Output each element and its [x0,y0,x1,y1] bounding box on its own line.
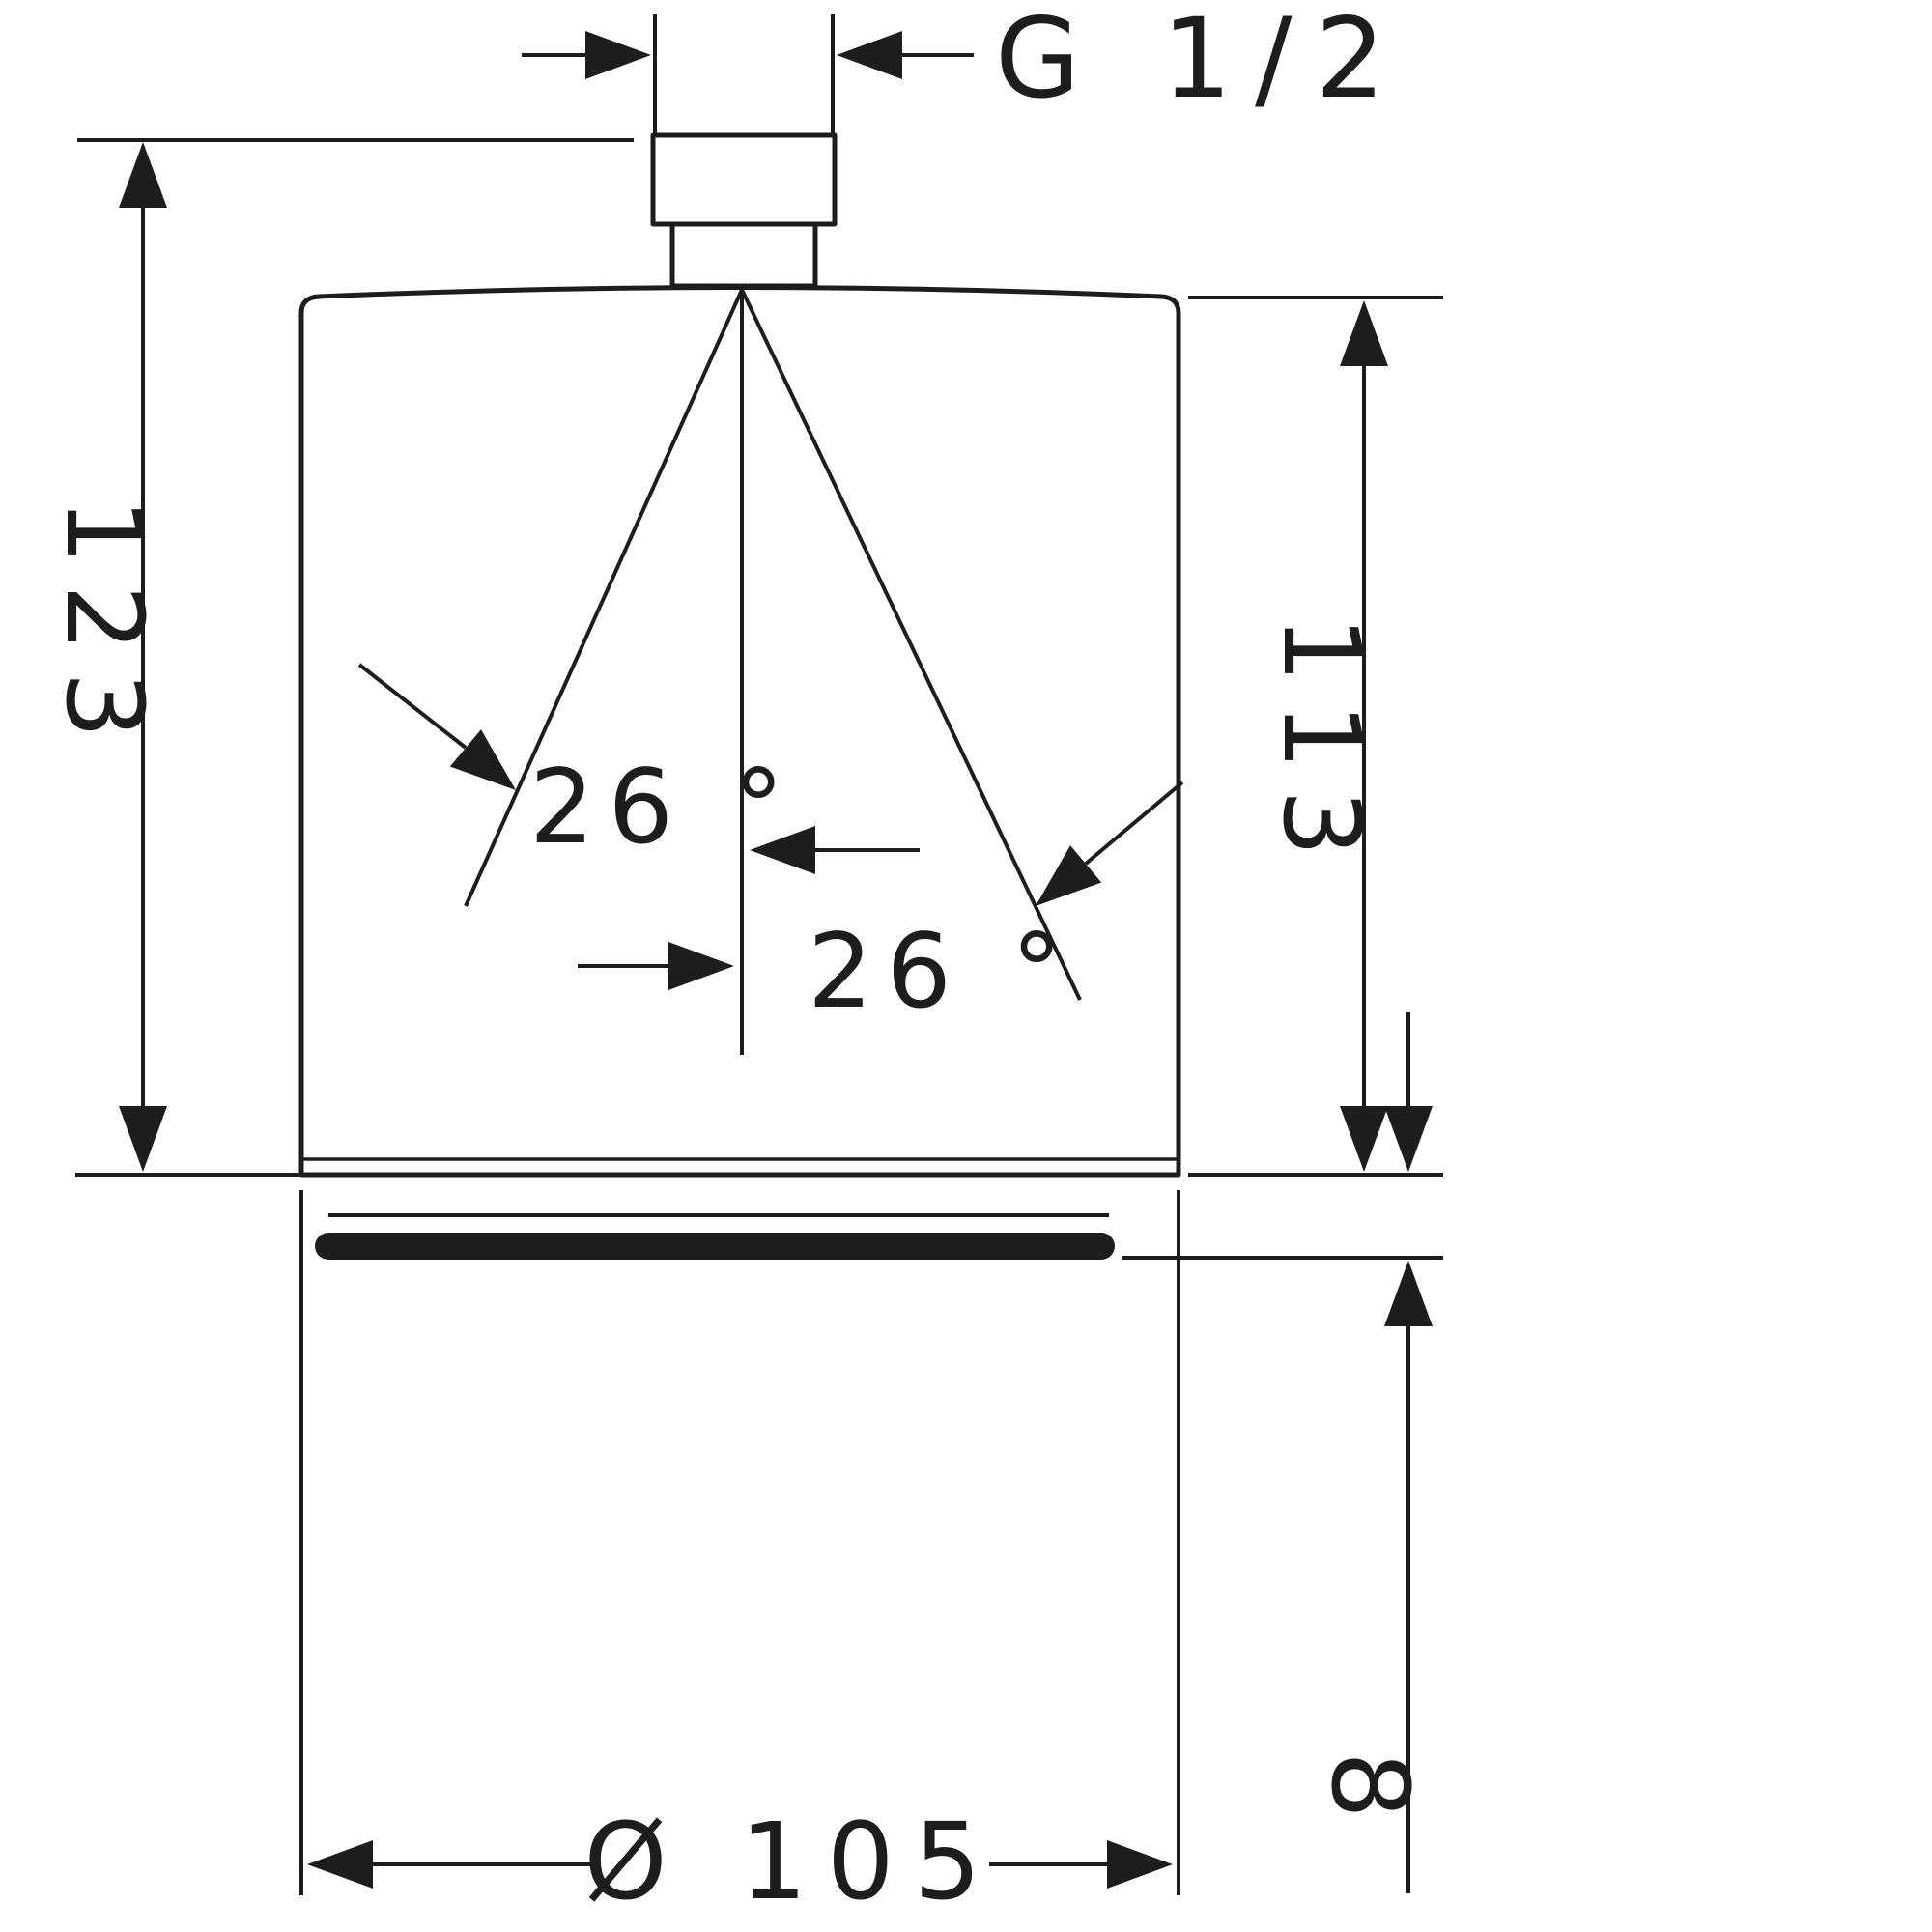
center-right-arrowhead [668,942,734,990]
thread-size-label: G 1/2 [995,0,1408,123]
thread-connector-outline [650,132,838,227]
disc-depth-label: 8 [1308,1751,1432,1838]
diameter-arrowhead-right [1107,1840,1173,1889]
spray-disc-face [315,1233,1115,1260]
left-angle-arrowhead [449,729,516,790]
body-height-label: 113 [1260,615,1383,876]
overall-height-arrowhead-bottom [119,1106,167,1172]
left-angle-leader-line [357,663,468,750]
overall-height-arrowhead-top [119,142,167,208]
thread-arrowhead-left [585,31,651,79]
right-spray-angle-label: 26 ° [808,912,1076,1031]
body-height-arrowhead-bottom [1340,1106,1388,1172]
left-spray-line [464,289,744,907]
disc-depth-arrowhead-bottom [1384,1261,1433,1326]
right-angle-arrowhead [1036,845,1102,906]
right-spray-line [740,289,1082,1001]
body-height-arrowhead-top [1340,300,1388,366]
face-diameter-label: Ø 105 [583,1800,1001,1923]
disc-depth-arrowhead-top [1384,1106,1433,1172]
center-left-arrowhead [750,826,815,874]
diameter-arrowhead-left [307,1840,373,1889]
right-angle-leader-line [1084,781,1184,866]
left-spray-angle-label: 26 ° [529,748,798,867]
thread-arrowhead-right [837,31,902,79]
overall-height-label: 123 [43,497,166,758]
thread-connector-step [669,221,818,289]
